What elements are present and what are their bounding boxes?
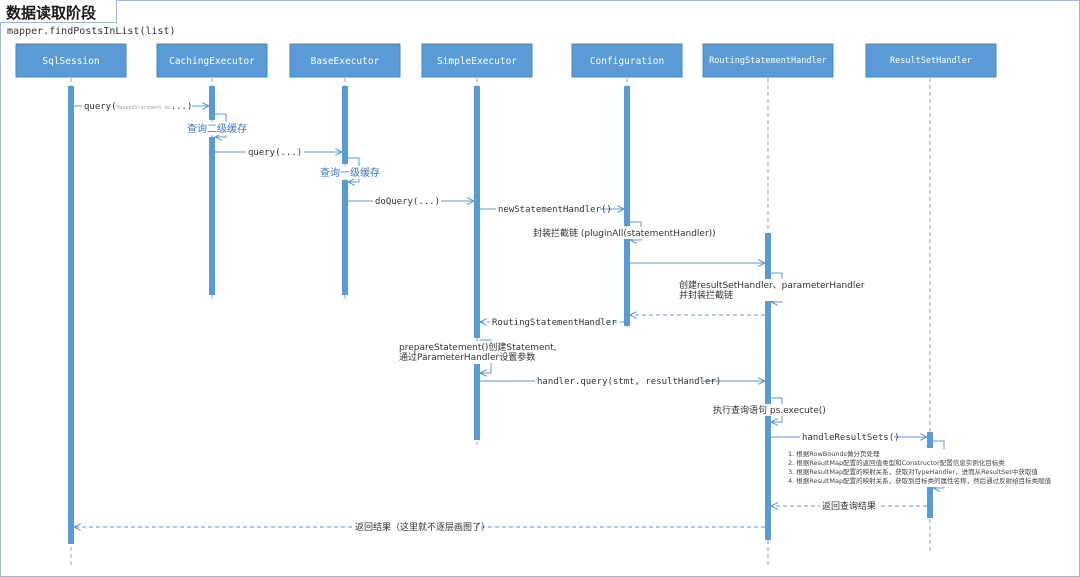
participant-baseexecutor: BaseExecutor — [289, 43, 401, 78]
msg-plugin-all: 封装拦截链 (pluginAll(statementHandler)) — [533, 227, 716, 239]
msg-query-cache: 查询二级缓存 — [187, 122, 247, 135]
participant-configuration: Configuration — [571, 43, 683, 78]
msg-return-query-result: 返回查询结果 — [822, 500, 876, 512]
msg-return-routing: RoutingStatementHandler — [492, 318, 617, 328]
activation-simpleexecutor-2 — [474, 364, 480, 440]
msg-create-handlers-2: 并封装拦截链 — [679, 289, 733, 301]
msg-prepare-1: prepareStatement()创建Statement, — [399, 341, 557, 353]
participant-label: CachingExecutor — [169, 56, 255, 67]
msg-new-statement-handler: newStatementHandler() — [498, 205, 612, 215]
participant-routingstatementhandler: RoutingStatementHandler — [702, 43, 834, 78]
activation-configuration-1 — [624, 86, 630, 226]
activation-configuration-2 — [624, 238, 630, 326]
msg-handle-result-sets: handleResultSets() — [802, 433, 900, 443]
msg-prepare-2: 通过ParameterHandler设置参数 — [399, 351, 535, 363]
participant-label: SqlSession — [42, 56, 99, 67]
participant-label: ResultSetHandler — [890, 56, 972, 66]
result-note-2: 2. 根据ResultMap配置的返回值类型和Constructor配置信息实例… — [788, 458, 1005, 467]
msg-query-mapped: query(MappedStatement ms...) — [84, 102, 192, 112]
participant-label: RoutingStatementHandler — [709, 56, 827, 66]
participant-label: Configuration — [590, 56, 664, 67]
result-note-1: 1. 根据RowBounds做分页处理 — [788, 449, 880, 458]
activation-simpleexecutor-1 — [474, 86, 480, 338]
msg-execute: 执行查询语句 ps.execute() — [713, 404, 826, 416]
activation-cachingexecutor-1 — [209, 86, 215, 120]
result-note-3: 3. 根据ResultMap配置的映射关系，获取对TypeHandler，进而从… — [788, 467, 1038, 476]
participant-simpleexecutor: SimpleExecutor — [421, 43, 533, 78]
title-tab: 数据读取阶段 — [0, 0, 117, 23]
msg-query-local: 查询一级缓存 — [320, 166, 380, 179]
activation-routing-2 — [765, 301, 771, 404]
diagram-title: 数据读取阶段 — [6, 4, 97, 22]
msg-create-handlers-1: 创建resultSetHandler、parameterHandler — [679, 279, 865, 291]
participant-cachingexecutor: CachingExecutor — [156, 43, 268, 78]
diagram-subtitle: mapper.findPostsInList(list) — [7, 26, 176, 37]
result-note-4: 4. 根据ResultMap配置的映射关系，获取到目标类的属性名称，然后通过反射… — [788, 476, 1052, 485]
msg-handler-query: handler.query(stmt, resultHandler) — [537, 377, 721, 387]
msg-return-final: 返回结果（这里就不逐层画图了） — [355, 521, 490, 533]
participant-label: SimpleExecutor — [437, 56, 517, 67]
msg-doquery: doQuery(...) — [375, 197, 440, 207]
activation-routing-1 — [765, 233, 771, 279]
msg-query-base: query(...) — [248, 148, 302, 158]
participant-sqlsession: SqlSession — [15, 43, 127, 78]
activation-cachingexecutor-2 — [209, 137, 215, 295]
activation-routing-3 — [765, 414, 771, 540]
activation-sqlsession — [68, 86, 74, 544]
activation-baseexecutor-1 — [342, 86, 348, 164]
activation-resultsethandler-2 — [927, 486, 933, 518]
activation-baseexecutor-2 — [342, 180, 348, 295]
activation-resultsethandler-1 — [927, 432, 933, 448]
participant-label: BaseExecutor — [311, 56, 380, 67]
participant-resultsethandler: ResultSetHandler — [865, 43, 997, 78]
